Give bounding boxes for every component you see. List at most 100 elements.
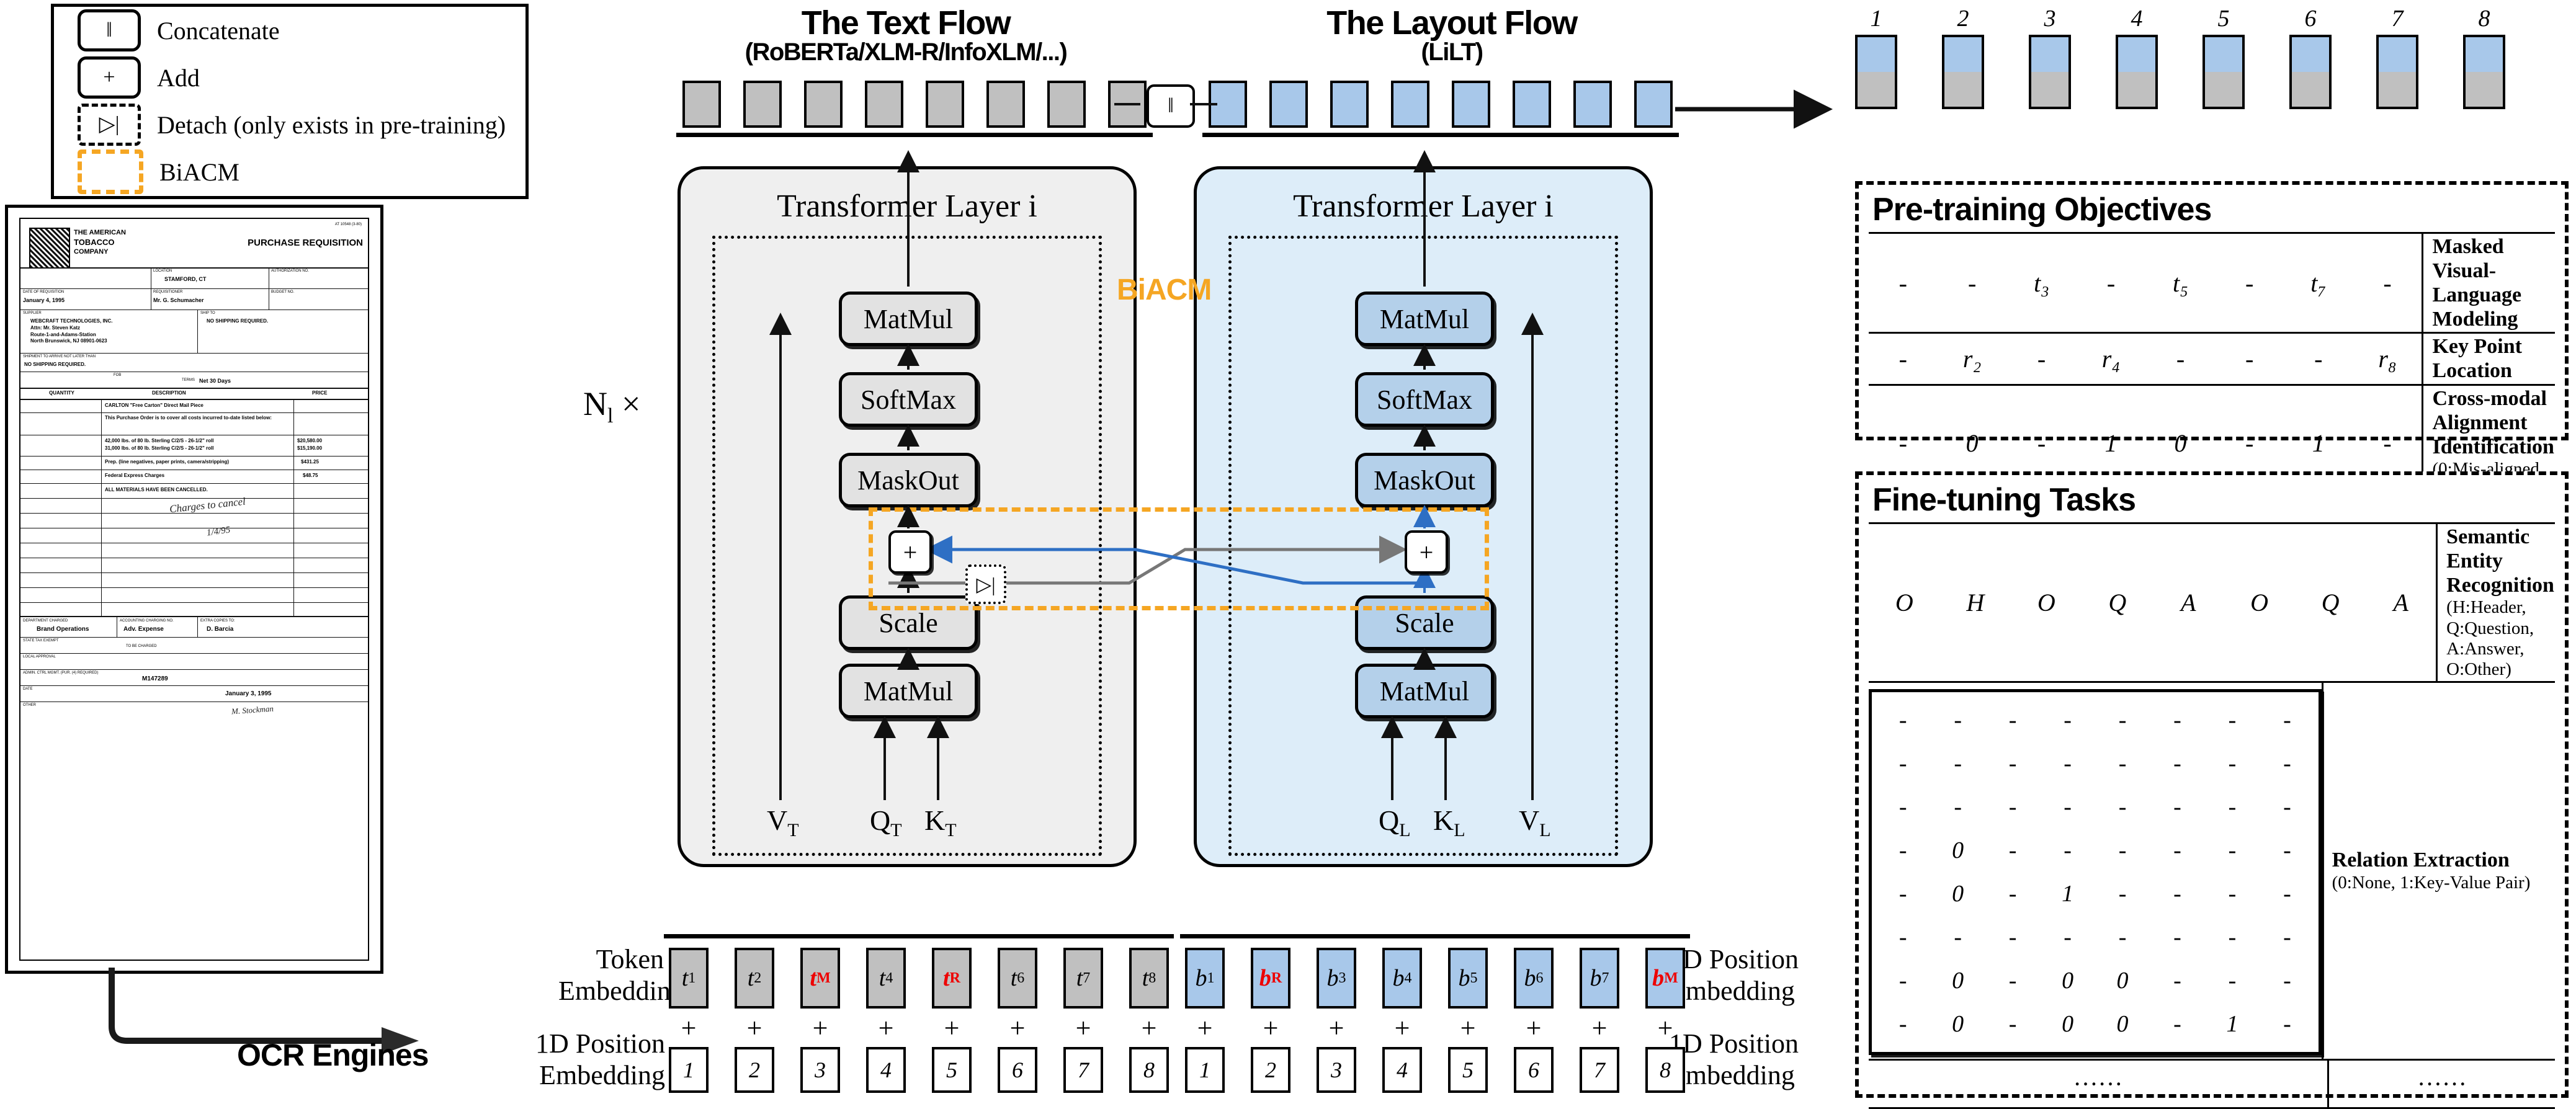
ser-cell: O [1895, 588, 1913, 617]
layout-output-block [1269, 81, 1308, 128]
re-cell: - [2173, 706, 2181, 733]
doc-company-line2: TOBACCO [74, 238, 115, 247]
text-flow-subtitle: (RoBERTa/XLM-R/InfoXLM/...) [745, 38, 1068, 66]
divider [1869, 522, 2555, 524]
doc-divider [20, 653, 368, 654]
re-row: -------- [1876, 698, 2315, 742]
re-cell: - [2283, 880, 2291, 907]
add-icon: + [78, 56, 141, 99]
output-index-label: 7 [2391, 6, 2404, 32]
layout-layer-title: Transformer Layer i [1293, 189, 1554, 224]
doc-divider [20, 616, 368, 617]
doc-footer-value: Brand Operations [37, 626, 89, 633]
doc-divider [293, 399, 294, 616]
re-row: -------- [1876, 742, 2315, 785]
add-operator: + [1460, 1013, 1476, 1043]
text-flow-title: The Text Flow [801, 4, 1011, 42]
layout-position-block: 1 [1185, 1047, 1225, 1093]
re-cell: - [2283, 750, 2291, 777]
re-cell: - [2064, 837, 2072, 863]
text-input-q: QT [870, 804, 902, 841]
re-section: -------------------------0-------0-1----… [1869, 680, 2555, 1059]
text-input-k: KT [924, 804, 957, 841]
layout-op-matmul-top: MatMul [1355, 292, 1494, 346]
layout-input-v: VL [1519, 804, 1551, 841]
ellipsis-row: ······ ······ [1869, 1058, 2555, 1109]
output-index-label: 1 [1870, 6, 1882, 32]
doc-field-value: STAMFORD, CT [164, 276, 207, 282]
legend-label-add: Add [157, 63, 200, 92]
doc-footer-label: TO BE CHARGED [126, 644, 157, 648]
legend-item-add: + Add [54, 54, 525, 101]
doc-footer-label: LOCAL APPROVAL [23, 655, 56, 659]
re-row: -0-1---- [1876, 872, 2315, 915]
re-cell: - [2283, 1010, 2291, 1037]
add-operator: + [1263, 1013, 1279, 1043]
re-cell: - [2228, 750, 2237, 777]
ser-cell: O [2037, 588, 2055, 617]
doc-row-price: $20,580.00 $15,190.00 [297, 438, 323, 451]
output-block [2203, 35, 2245, 109]
pretraining-task: Key Point Location [2422, 332, 2555, 385]
doc-field-label: REQUISITIONER [153, 290, 183, 294]
doc-divider [20, 669, 368, 670]
layout-add-node: + [1405, 530, 1448, 574]
ser-task: Semantic Entity Recognition(H:Header, Q:… [2436, 524, 2555, 681]
re-cell: - [2173, 837, 2181, 863]
add-operator: + [681, 1013, 697, 1043]
doc-field-label: TERMS [182, 378, 195, 382]
text-output-block [1047, 81, 1086, 128]
add-operator: + [1394, 1013, 1410, 1043]
add-operator: + [944, 1013, 960, 1043]
pretraining-cell: 1 [2312, 429, 2325, 458]
re-cell: 0 [2116, 1010, 2129, 1037]
text-position-block: 4 [866, 1047, 906, 1093]
text-layer-title: Transformer Layer i [777, 189, 1037, 224]
ellipsis-left: ······ [1869, 1060, 2330, 1107]
re-cell: - [2173, 880, 2181, 907]
doc-field-value: January 4, 1995 [23, 297, 65, 303]
row-underline [1180, 934, 1690, 938]
text-add-node: + [888, 530, 932, 574]
doc-field-label: BUDGET NO. [271, 290, 295, 294]
ser-task-name: Semantic Entity Recognition [2446, 525, 2554, 597]
layout-input-q: QL [1379, 804, 1411, 841]
doc-footer-label: EXTRA COPIES TO: [200, 619, 235, 623]
doc-footer-label: DEPARTMENT CHARGED [23, 619, 68, 623]
layout-flow-title: The Layout Flow [1326, 4, 1578, 42]
re-cell: - [2283, 837, 2291, 863]
re-cell: 0 [1952, 967, 1964, 994]
pretraining-task-name: Masked Visual-Language Modeling [2432, 235, 2522, 331]
pretraining-cell: - [1898, 269, 1907, 297]
text-op-scale: Scale [839, 595, 978, 650]
re-cell: - [2228, 837, 2237, 863]
doc-divider [20, 701, 368, 702]
ser-cell: Q [2321, 588, 2340, 617]
text-output-block [986, 81, 1025, 128]
doc-field-label: SUPPLIER [23, 311, 42, 315]
pretraining-cell: 1 [2104, 429, 2118, 458]
legend-label-concatenate: Concatenate [157, 16, 280, 45]
token-embedding-label: Token Embedding [558, 944, 684, 1006]
re-cell: 0 [2116, 967, 2129, 994]
doc-row-price: $48.75 [303, 473, 318, 478]
doc-divider [20, 412, 368, 413]
pretraining-cell: - [2176, 344, 2185, 373]
re-cell: - [1898, 793, 1907, 820]
output-index-label: 3 [2044, 6, 2056, 32]
doc-divider [20, 388, 368, 389]
re-cell: - [2118, 880, 2127, 907]
doc-field-label: LOCATION [153, 269, 172, 273]
biacm-swatch-icon [78, 149, 143, 194]
re-cell: - [2064, 924, 2072, 950]
doc-divider [20, 399, 368, 400]
ser-cell: A [2393, 588, 2408, 617]
doc-field-value: Mr. G. Schumacher [153, 297, 204, 303]
pretraining-cell: r₄ [2101, 344, 2121, 373]
layout-position-block: 7 [1580, 1047, 1619, 1093]
